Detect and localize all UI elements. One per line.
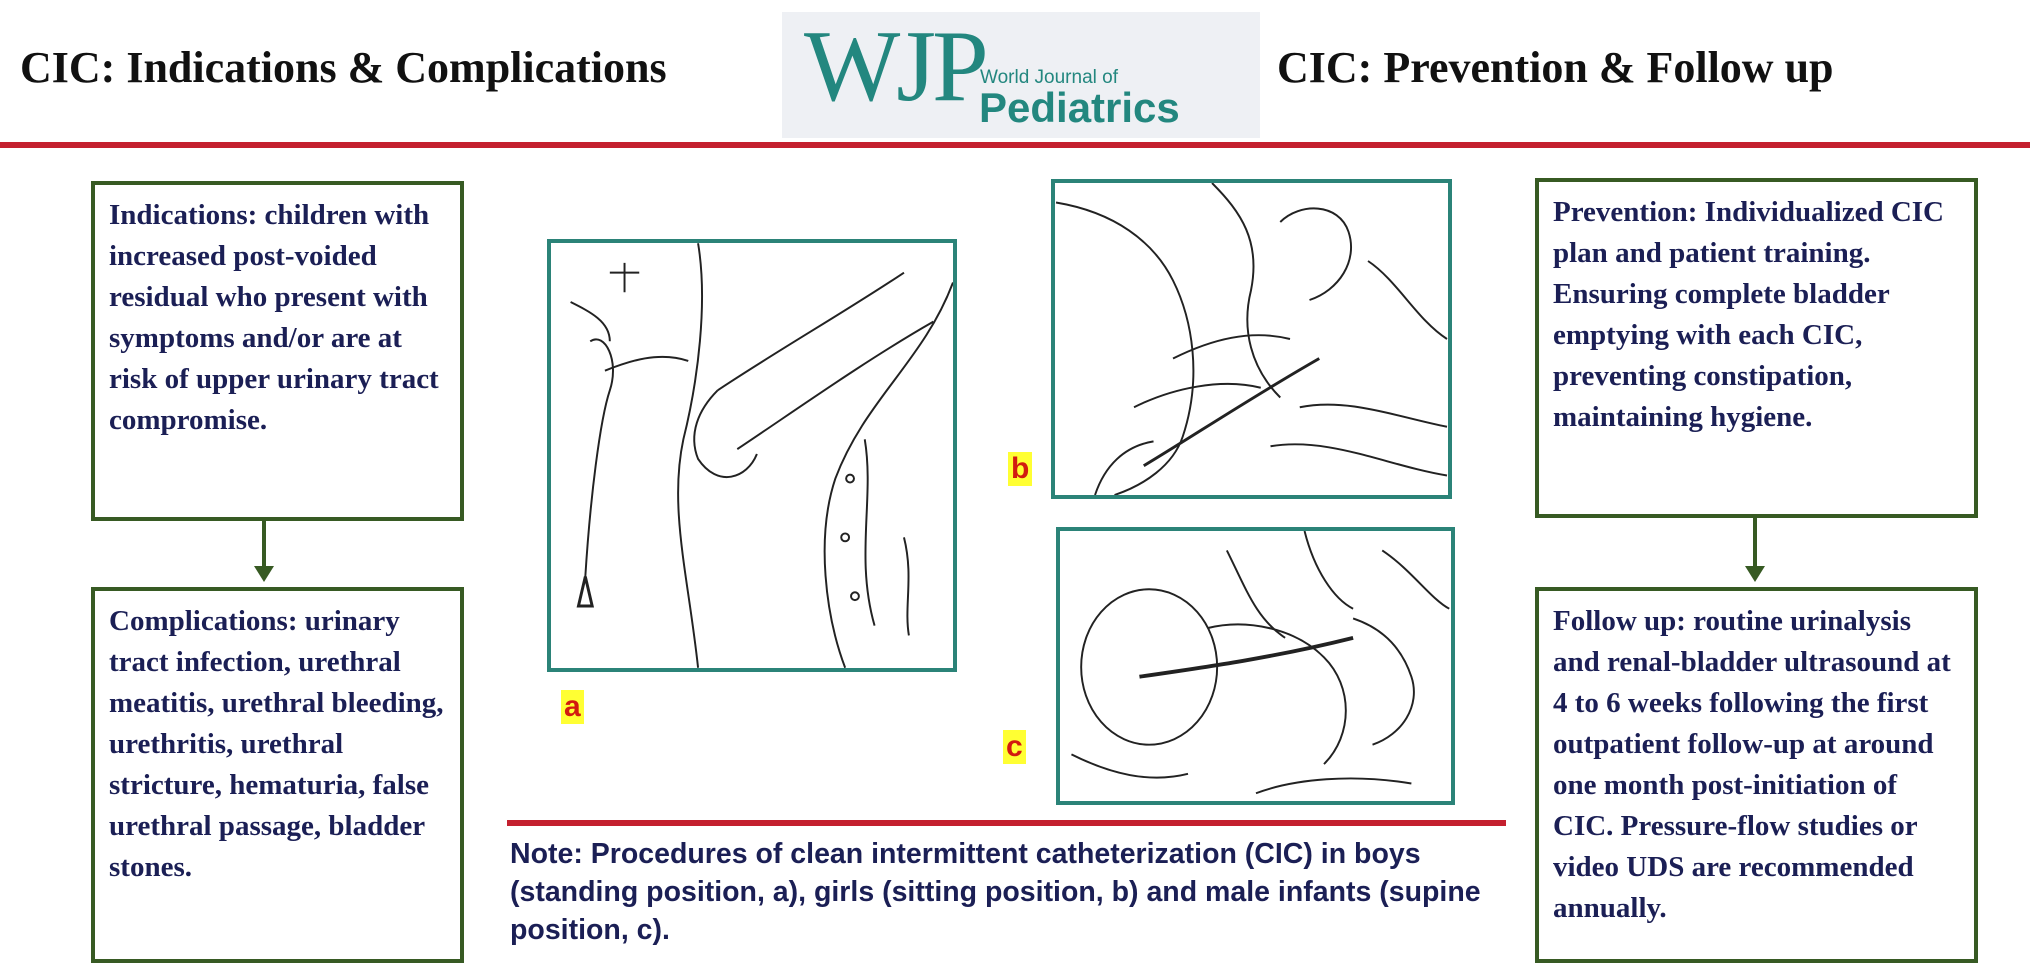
prevention-text: Prevention: Individualized CIC plan and … [1553, 196, 1945, 433]
figure-label-a: a [561, 690, 584, 724]
photo-infant-supine [1056, 527, 1455, 805]
right-arrow-head [1745, 566, 1765, 582]
left-header-title: CIC: Indications & Complications [20, 43, 667, 92]
figure-note: Note: Procedures of clean intermittent c… [510, 838, 1481, 946]
complications-text: Complications: urinary tract infection, … [109, 605, 444, 883]
note-divider [507, 820, 1506, 826]
indications-box: Indications: children with increased pos… [91, 181, 464, 521]
indications-text: Indications: children with increased pos… [109, 199, 439, 436]
header-divider [0, 142, 2030, 148]
follow-up-box: Follow up: routine urinalysis and renal-… [1535, 587, 1978, 963]
logo-journal-line2: Pediatrics [979, 84, 1180, 131]
infant-supine-sketch [1071, 531, 1450, 795]
photo-girl-sitting [1051, 179, 1452, 499]
prevention-box: Prevention: Individualized CIC plan and … [1535, 178, 1978, 518]
left-arrow-head [254, 566, 274, 582]
photo-boy-standing [547, 239, 957, 672]
logo-mark: WJP [804, 10, 989, 123]
follow-up-text: Follow up: routine urinalysis and renal-… [1553, 605, 1951, 924]
figure-label-b: b [1008, 452, 1033, 486]
left-arrow-shaft [262, 521, 266, 567]
figure-label-c: c [1003, 730, 1026, 764]
complications-box: Complications: urinary tract infection, … [91, 587, 464, 963]
right-arrow-shaft [1753, 518, 1757, 568]
journal-logo: WJP World Journal of Pediatrics [782, 12, 1260, 138]
girl-sitting-sketch [1055, 183, 1448, 495]
boy-standing-sketch [570, 243, 953, 668]
right-header-title: CIC: Prevention & Follow up [1277, 43, 1834, 92]
logo-journal-line1: World Journal of [980, 67, 1118, 88]
